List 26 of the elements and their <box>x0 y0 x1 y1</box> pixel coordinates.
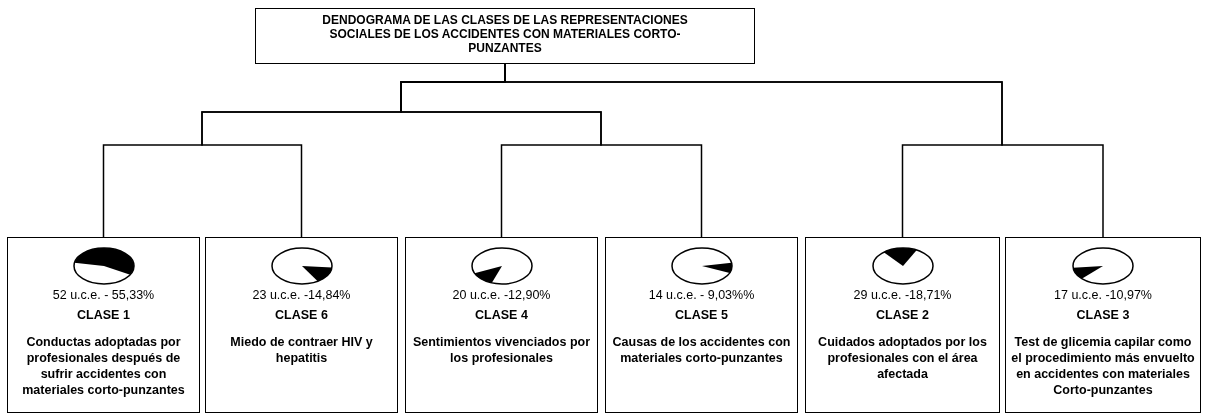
class-name: CLASE 3 <box>1075 308 1131 322</box>
class-name: CLASE 6 <box>274 308 329 322</box>
node-label: DENDOGRAMA DE LAS CLASES DE LAS REPRESENTACIONES SOCIALES DE LOS ACCIDENTES CON MATERIALES CORTO-PUNZANTES <box>321 12 689 57</box>
class-description: Test de glicemia capilar como el procedimiento más envuelto en accidentes con materiales Corto-punzantes <box>1010 334 1196 398</box>
class-box <box>805 237 1000 413</box>
class-name: CLASE 5 <box>674 308 729 322</box>
class-box <box>205 237 398 413</box>
class-box <box>1005 237 1201 413</box>
unit-percentage: 17 u.c.e. -10,97% <box>1053 288 1153 302</box>
title-box <box>255 8 755 64</box>
class-description: Causas de los accidentes con materiales corto-punzantes <box>611 334 792 366</box>
unit-percentage: 23 u.c.e. -14,84% <box>251 288 352 302</box>
class-description: Conductas adoptadas por profesionales después de sufrir accidentes con materiales corto-punzantes <box>21 334 186 398</box>
class-box <box>405 237 598 413</box>
class-box <box>605 237 798 413</box>
class-description: Miedo de contraer HIV y hepatitis <box>229 334 374 366</box>
unit-percentage: 29 u.c.e. -18,71% <box>852 288 953 302</box>
unit-percentage: 20 u.c.e. -12,90% <box>451 288 552 302</box>
class-description: Sentimientos vivenciados por los profesionales <box>411 334 592 366</box>
unit-percentage: 14 u.c.e. - 9,03%% <box>647 288 756 302</box>
class-name: CLASE 1 <box>76 308 131 322</box>
class-box <box>7 237 200 413</box>
class-name: CLASE 2 <box>875 308 930 322</box>
unit-percentage: 52 u.c.e. - 55,33% <box>51 288 156 302</box>
class-description: Cuidados adoptados por los profesionales con el área afectada <box>817 334 988 382</box>
class-name: CLASE 4 <box>474 308 529 322</box>
